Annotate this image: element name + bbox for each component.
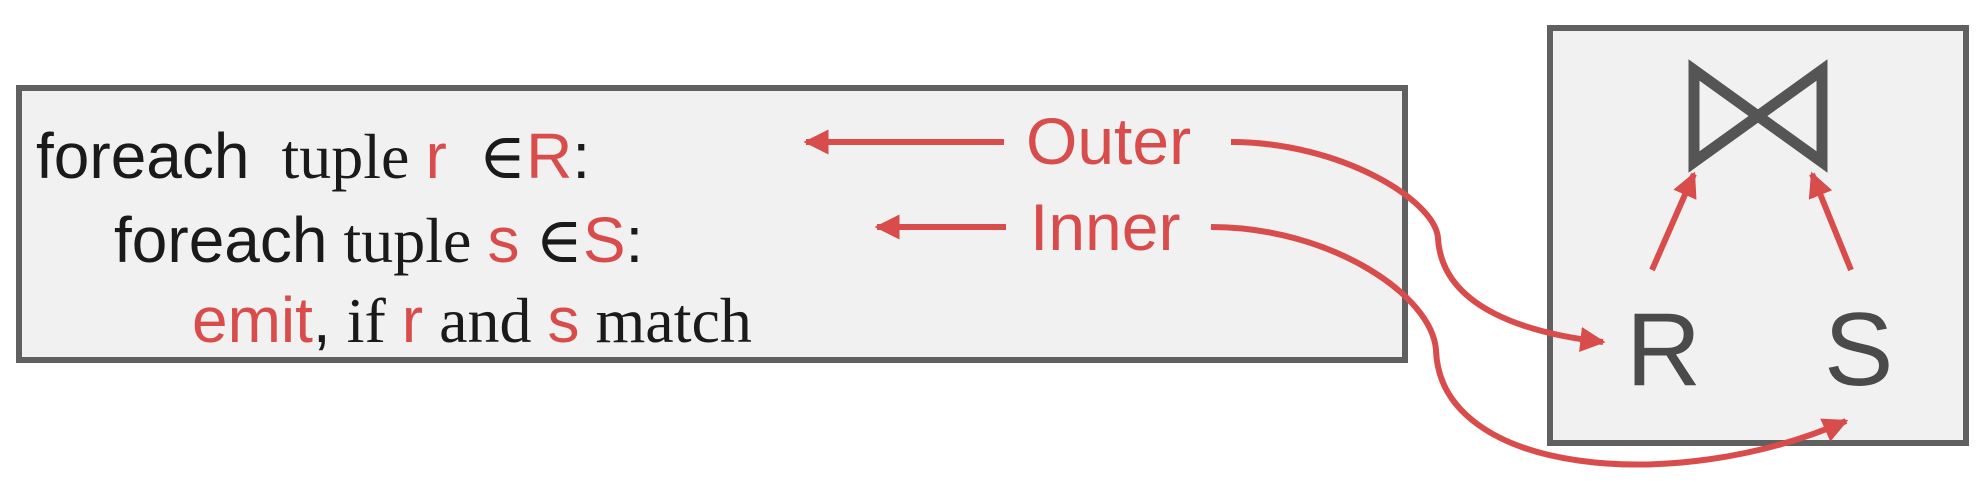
colon: :	[625, 204, 644, 276]
code-text-tuple: tuple	[281, 121, 410, 192]
query-plan-panel	[1547, 25, 1969, 446]
keyword-emit: emit	[192, 284, 313, 356]
colon: :	[572, 120, 591, 192]
inner-to-s-arrow	[1210, 224, 1849, 468]
var-s: s	[547, 284, 580, 356]
code-line-3: emit, if r and s match	[184, 272, 752, 353]
relation-node-s: S	[1824, 292, 1894, 408]
code-panel	[16, 85, 1408, 363]
code-text-and: and	[439, 285, 532, 356]
code-line-2: foreach tuple s ∈S:	[106, 192, 643, 273]
relation-node-r: R	[1626, 292, 1702, 408]
keyword-foreach: foreach	[36, 120, 250, 192]
s-to-join-arrow	[1808, 171, 1854, 272]
element-of-symbol: ∈	[535, 205, 583, 276]
r-to-join-arrow	[1649, 171, 1697, 272]
outer-to-r-arrow	[1230, 139, 1606, 352]
code-text-if: if	[346, 285, 386, 356]
code-text-match: match	[595, 285, 752, 356]
element-of-symbol: ∈	[478, 121, 527, 192]
relation-r: R	[526, 120, 573, 192]
outer-label: Outer	[1026, 104, 1192, 178]
inner-label: Inner	[1030, 190, 1181, 264]
join-icon	[1688, 59, 1828, 173]
var-r: r	[425, 120, 447, 192]
code-text-tuple: tuple	[343, 205, 472, 276]
keyword-foreach: foreach	[114, 204, 328, 276]
comma: ,	[312, 284, 331, 356]
var-s: s	[487, 204, 520, 276]
var-r: r	[401, 284, 424, 356]
relation-s: S	[582, 204, 626, 276]
code-line-1: foreach tuple r ∈R:	[28, 108, 590, 189]
